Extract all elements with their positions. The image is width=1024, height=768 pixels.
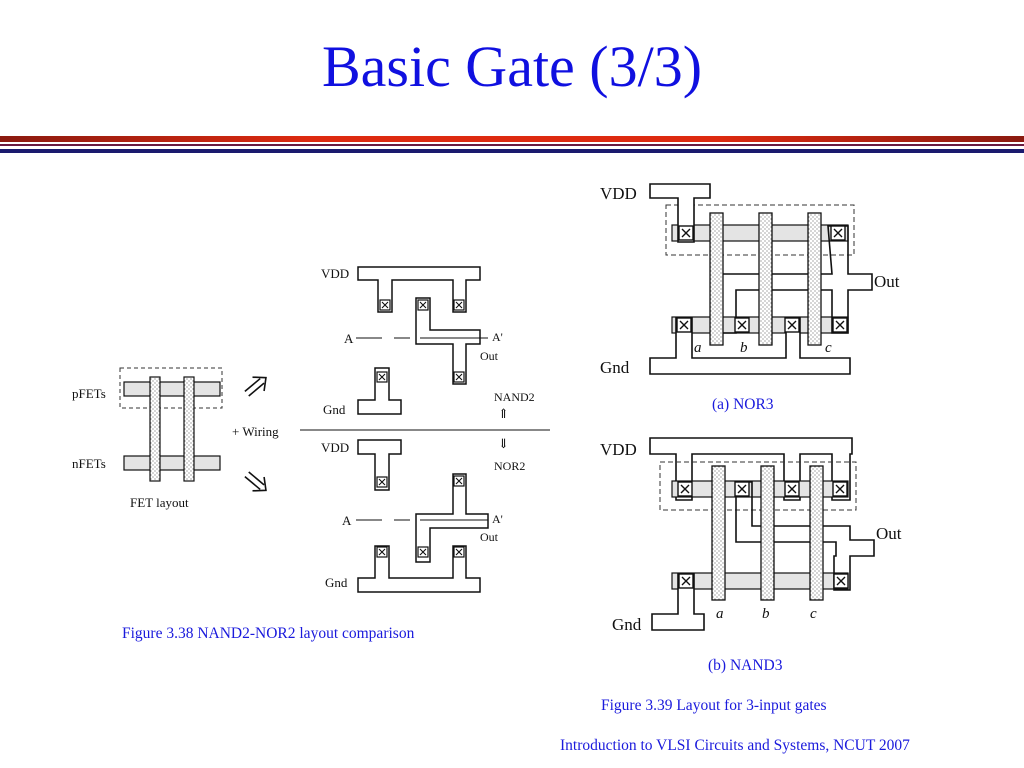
nor2-layout: ⇓ NOR2 VDD A A' Out Gnd <box>321 436 525 593</box>
title-rule-red <box>0 136 1024 142</box>
nor2-vdd-label: VDD <box>321 440 349 455</box>
nand3-caption: (b) NAND3 <box>708 657 783 674</box>
nand3-vdd-label: VDD <box>600 440 637 459</box>
nand3-input-a: a <box>716 606 724 622</box>
poly-gate-2 <box>183 376 195 482</box>
up-double-arrow-icon <box>244 376 267 397</box>
nor2-name-label: NOR2 <box>494 459 525 473</box>
poly-gate-1 <box>149 376 161 482</box>
nand2-name-label: NAND2 <box>494 390 535 404</box>
nand3-gate-c <box>809 465 824 601</box>
nfets-label: nFETs <box>72 456 106 471</box>
nand3-gnd-label: Gnd <box>612 615 642 634</box>
nor3-input-b: b <box>740 340 748 356</box>
nor3-layout: VDD Out a b c Gnd <box>600 183 900 377</box>
nor3-out-label: Out <box>874 272 900 291</box>
pfet-active-strip <box>123 381 221 397</box>
nor2-gnd-label: Gnd <box>325 575 348 590</box>
nand2-up-arrow-icon: ⇑ <box>498 406 509 421</box>
pfet-well-outline <box>119 367 223 409</box>
nor3-caption: (a) NOR3 <box>712 396 774 413</box>
nor2-down-arrow-icon: ⇓ <box>498 436 509 451</box>
nor3-gate-b <box>758 212 773 346</box>
nand3-out-label: Out <box>876 524 902 543</box>
nor3-vdd-label: VDD <box>600 184 637 203</box>
nand2-vdd-label: VDD <box>321 266 349 281</box>
nand2-layout: VDD A A' Out Gnd NAND2 ⇑ <box>321 266 535 421</box>
nor2-a-prime-label: A' <box>492 512 503 526</box>
nor2-a-label: A <box>342 513 352 528</box>
nand3-input-c: c <box>810 606 817 622</box>
nor2-gnd-rail <box>357 545 481 593</box>
nand2-out-wire <box>415 297 481 385</box>
figure-339-caption: Figure 3.39 Layout for 3-input gates <box>601 697 827 714</box>
slide-footer: Introduction to VLSI Circuits and System… <box>560 737 910 754</box>
nor2-out-wire <box>415 473 489 563</box>
fet-layout-caption: FET layout <box>130 495 189 510</box>
nand2-gnd-rail <box>357 367 402 415</box>
nor3-gate-a <box>709 212 724 346</box>
nor3-input-a: a <box>694 340 702 356</box>
nor3-gnd-label: Gnd <box>600 358 630 377</box>
title-rule-navy <box>0 149 1024 153</box>
wiring-label: + Wiring <box>232 424 279 439</box>
wiring-arrows: + Wiring <box>232 376 279 492</box>
nor3-gate-c <box>807 212 822 346</box>
nand3-gate-a <box>711 465 726 601</box>
figure-338-caption: Figure 3.38 NAND2-NOR2 layout comparison <box>122 625 415 642</box>
nand3-input-b: b <box>762 606 770 622</box>
nand2-out-label: Out <box>480 349 499 363</box>
nfet-active-strip <box>123 455 221 471</box>
nand3-gate-b <box>760 465 775 601</box>
down-double-arrow-icon <box>244 471 267 492</box>
nand2-gnd-label: Gnd <box>323 402 346 417</box>
nand2-a-prime-label: A' <box>492 330 503 344</box>
nor3-input-c: c <box>825 340 832 356</box>
nand2-a-label: A <box>344 331 354 346</box>
nor2-vdd-rail <box>357 439 402 491</box>
nor3-gnd-rail <box>649 317 851 375</box>
nand3-out-wire <box>735 481 875 591</box>
nor3-vdd-rail <box>649 183 711 243</box>
slide-title: Basic Gate (3/3) <box>321 34 703 99</box>
pfets-label: pFETs <box>72 386 106 401</box>
nor2-out-label: Out <box>480 530 499 544</box>
title-rule-thin <box>0 144 1024 146</box>
nand3-layout: VDD Out a b c Gnd <box>600 437 902 634</box>
nand3-pwell-outline <box>659 461 857 511</box>
fet-layout-diagram: pFETs nFETs FET layout <box>72 367 223 510</box>
